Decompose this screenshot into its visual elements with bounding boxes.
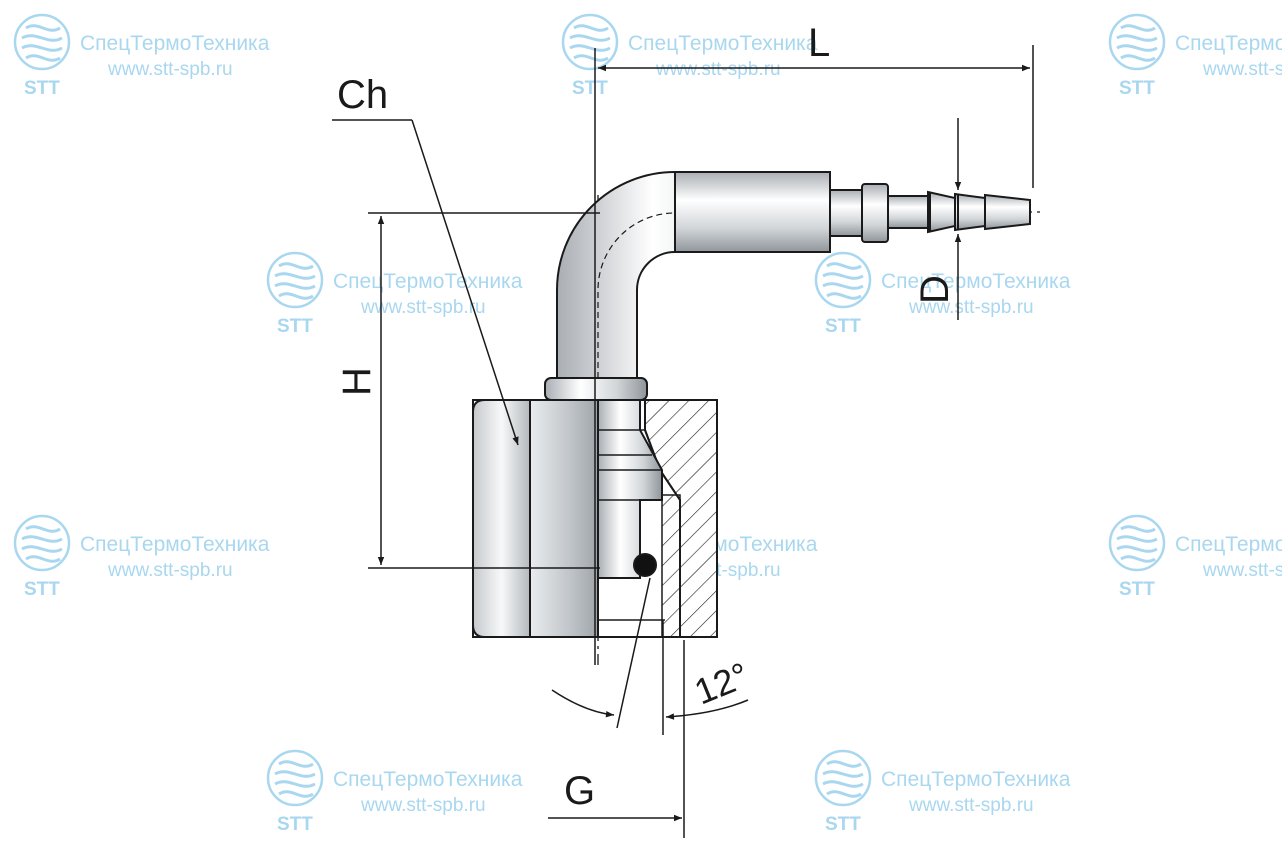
stt-swirl-logo-icon xyxy=(266,749,324,807)
watermark-abbr: STT xyxy=(1119,78,1155,99)
stt-swirl-logo-icon xyxy=(13,13,71,71)
watermark-name: СпецТермоТехника xyxy=(881,768,1071,791)
watermark-url: www.stt-spb.ru xyxy=(1202,59,1282,80)
watermark-abbr: STT xyxy=(1119,579,1155,600)
watermark-url: www.stt-spb.ru xyxy=(360,297,486,318)
dimension-hex xyxy=(332,119,519,446)
watermark-layer: STTСпецТермоТехникаwww.stt-spb.ruSTTСпец… xyxy=(13,13,1282,835)
o-ring xyxy=(633,553,657,577)
watermark: STT СпецТермоТехника www.stt-spb.ru xyxy=(1108,13,1282,99)
bent-tube xyxy=(544,171,831,401)
label-length: L xyxy=(808,21,830,65)
watermark-abbr: STT xyxy=(277,814,313,835)
watermark-abbr: STT xyxy=(277,316,313,337)
watermark-name: СпецТермоТехника xyxy=(628,32,818,55)
stt-swirl-logo-icon xyxy=(1108,514,1166,572)
watermark-abbr: STT xyxy=(24,78,60,99)
watermark-name: СпецТермоТехника xyxy=(881,270,1071,293)
watermark-name: СпецТермоТехника xyxy=(80,32,270,55)
watermark-name: СпецТермоТехника xyxy=(333,270,523,293)
dimension-thread xyxy=(548,577,749,838)
watermark-url: www.stt-spb.ru xyxy=(1202,560,1282,581)
stt-swirl-logo-icon xyxy=(561,13,619,71)
watermark: STT СпецТермоТехника www.stt-spb.ru xyxy=(266,749,523,835)
label-angle: 12° xyxy=(689,654,755,712)
stt-swirl-logo-icon xyxy=(1108,13,1166,71)
watermark: STT СпецТермоТехника www.stt-spb.ru xyxy=(814,749,1071,835)
stt-swirl-logo-icon xyxy=(266,251,324,309)
watermark-abbr: STT xyxy=(24,579,60,600)
hose-barb xyxy=(829,183,1031,243)
label-thread: G xyxy=(564,769,595,813)
watermark-url: www.stt-spb.ru xyxy=(655,59,781,80)
watermark: STT СпецТермоТехника www.stt-spb.ru xyxy=(13,13,270,99)
watermark-url: www.stt-spb.ru xyxy=(107,560,233,581)
watermark-abbr: STT xyxy=(572,78,608,99)
watermark-abbr: STT xyxy=(825,316,861,337)
watermark-url: www.stt-spb.ru xyxy=(360,795,486,816)
stt-swirl-logo-icon xyxy=(814,749,872,807)
watermark-url: www.stt-spb.ru xyxy=(908,297,1034,318)
watermark: STT СпецТермоТехника www.stt-spb.ru xyxy=(13,514,270,600)
watermark-name: СпецТермоТехника xyxy=(1175,32,1282,55)
stt-swirl-logo-icon xyxy=(13,514,71,572)
dimension-length xyxy=(594,45,1034,665)
stt-swirl-logo-icon xyxy=(814,251,872,309)
label-hex: Ch xyxy=(337,73,388,117)
label-height: H xyxy=(335,367,379,396)
watermark-url: www.stt-spb.ru xyxy=(107,59,233,80)
dimension-height xyxy=(368,212,600,569)
watermark-url: www.stt-spb.ru xyxy=(908,795,1034,816)
watermark: STT СпецТермоТехника www.stt-spb.ru xyxy=(814,251,1071,337)
watermark-abbr: STT xyxy=(825,814,861,835)
watermark: STT СпецТермоТехника www.stt-spb.ru xyxy=(266,251,523,337)
watermark-name: СпецТермоТехника xyxy=(80,533,270,556)
watermark-name: СпецТермоТехника xyxy=(1175,533,1282,556)
watermark: STT СпецТермоТехника www.stt-spb.ru xyxy=(1108,514,1282,600)
watermark-name: СпецТермоТехника xyxy=(333,768,523,791)
cone-nipple xyxy=(597,399,663,579)
watermark: STT СпецТермоТехника www.stt-spb.ru xyxy=(561,13,818,99)
label-diameter: D xyxy=(913,275,957,304)
